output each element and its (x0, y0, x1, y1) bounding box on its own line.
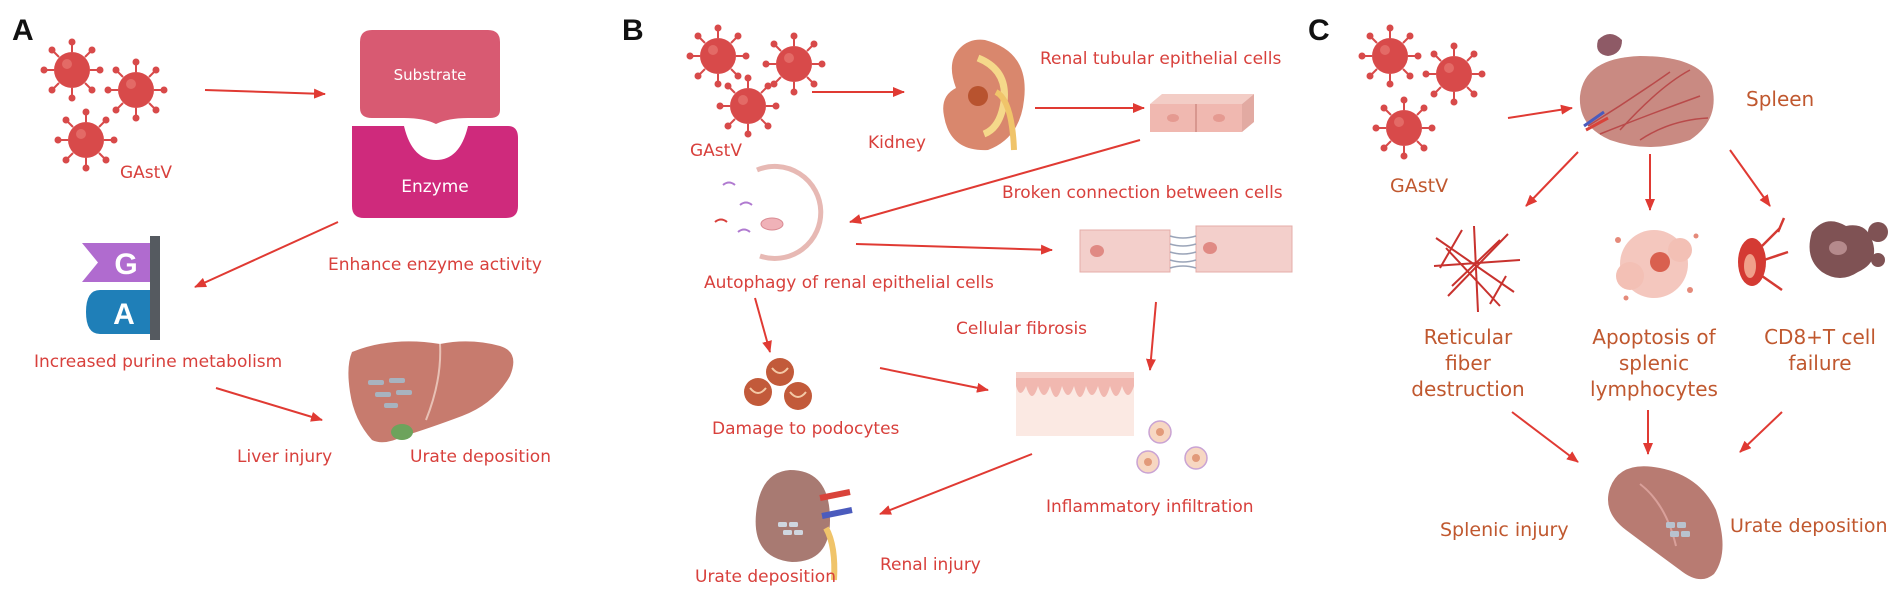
renal-tubular-label: Renal tubular epithelial cells (1040, 49, 1281, 69)
arrow-broken-to-fibrosis (1145, 301, 1157, 371)
injured-spleen-icon (1608, 466, 1723, 580)
panel-a: A GAstV Substrate Enzyme Enhance enzyme … (12, 14, 551, 467)
liver-icon (348, 341, 514, 443)
apoptosis-icon (1615, 230, 1699, 301)
arrow-cells-to-autophagy (849, 139, 1141, 224)
arrow-enzyme-to-purine (194, 221, 339, 288)
autophagy-label: Autophagy of renal epithelial cells (704, 273, 994, 293)
urate-label-a: Urate deposition (410, 447, 551, 467)
virus-cluster-b (685, 23, 827, 139)
urate-label-b: Urate deposition (695, 567, 836, 587)
panel-c: C GAstV Spleen (1308, 14, 1888, 580)
virus-label-c: GAstV (1390, 175, 1448, 197)
fibrosis-label: Cellular fibrosis (956, 319, 1087, 339)
a-label: A (113, 298, 135, 331)
virus-cluster-a (39, 37, 169, 173)
arrow-virus-to-enzyme (204, 88, 326, 99)
reticular-fiber-icon (1433, 225, 1521, 313)
inflammatory-label: Inflammatory infiltration (1046, 497, 1254, 517)
arrow-reticular-to-injury (1511, 411, 1579, 463)
apoptosis-line3: lymphocytes (1590, 377, 1718, 401)
virus-cluster-c (1357, 23, 1487, 161)
splenic-injury-label: Splenic injury (1440, 519, 1569, 541)
enhance-label: Enhance enzyme activity (328, 255, 542, 275)
virus-label-b: GAstV (690, 141, 742, 161)
kidney-section-icon (943, 39, 1025, 151)
broken-label: Broken connection between cells (1002, 183, 1283, 203)
virus-label-a: GAstV (120, 163, 172, 183)
damaged-kidney-icon (755, 470, 853, 581)
panel-letter-b: B (622, 14, 644, 47)
apoptosis-line1: Apoptosis of (1592, 325, 1716, 349)
cd8-line2: failure (1788, 351, 1851, 375)
liver-injury-label: Liver injury (237, 447, 332, 467)
broken-connection-icon (1079, 225, 1293, 273)
arrow-virus-to-spleen (1507, 104, 1573, 119)
spleen-icon (1579, 34, 1714, 147)
fibrosis-tissue-icon (1016, 372, 1134, 436)
arrow-purine-to-liver (215, 387, 323, 422)
podocytes-label: Damage to podocytes (712, 419, 900, 439)
urate-label-c: Urate deposition (1730, 515, 1888, 537)
cd8-line1: CD8+T cell (1764, 325, 1876, 349)
ga-purine-icon: G A (82, 236, 160, 340)
substrate-label: Substrate (394, 66, 467, 84)
inflammatory-cells-icon (1136, 420, 1208, 474)
epithelial-cells-icon (1150, 94, 1254, 132)
autophagy-icon (714, 163, 824, 261)
panel-letter-a: A (12, 14, 34, 47)
arrow-fibrosis-to-kidney (879, 453, 1033, 515)
g-label: G (114, 248, 137, 281)
podocytes-icon (744, 358, 812, 410)
arrow-podocytes-to-fibrosis (879, 367, 989, 393)
kidney-label: Kidney (868, 133, 926, 153)
purine-label: Increased purine metabolism (34, 352, 282, 372)
cd8-t-cell-icon (1738, 217, 1888, 292)
substrate-enzyme-icon: Substrate Enzyme (352, 30, 518, 218)
panel-letter-c: C (1308, 14, 1330, 47)
arrow-spleen-to-cd8 (1729, 149, 1771, 207)
arrow-cd8-to-injury (1739, 411, 1783, 453)
spleen-label: Spleen (1746, 87, 1814, 111)
reticular-line2: fiber (1445, 351, 1492, 375)
reticular-line3: destruction (1411, 377, 1524, 401)
renal-injury-label: Renal injury (880, 555, 981, 575)
arrow-spleen-to-reticular (1525, 151, 1579, 207)
panel-b: B GAstV Kidney Renal tubular epithelial … (622, 14, 1293, 587)
reticular-line1: Reticular (1424, 325, 1513, 349)
enzyme-label: Enzyme (401, 177, 469, 197)
arrow-autophagy-to-podocytes (754, 297, 772, 353)
apoptosis-line2: splenic (1619, 351, 1689, 375)
arrow-autophagy-to-broken (855, 243, 1053, 255)
